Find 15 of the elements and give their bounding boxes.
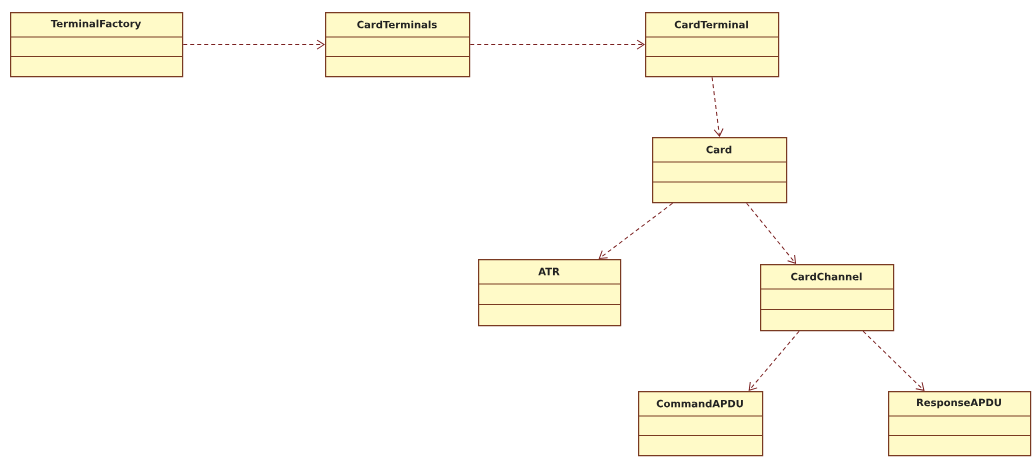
dependency-arrow xyxy=(746,202,797,264)
dependency-arrow xyxy=(182,39,325,50)
class-box: ATR xyxy=(477,259,622,327)
dependency-arrow xyxy=(598,202,674,259)
class-box: CommandAPDU xyxy=(637,391,764,457)
class-box: Card xyxy=(651,137,788,204)
class-box: ResponseAPDU xyxy=(887,391,1032,457)
dependency-arrow xyxy=(711,76,724,137)
dependency-arrow xyxy=(862,330,925,391)
class-box: CardTerminals xyxy=(324,12,471,78)
dependency-arrow xyxy=(748,330,800,391)
class-box: CardChannel xyxy=(759,264,895,332)
dependency-arrow xyxy=(469,39,645,50)
class-box: TerminalFactory xyxy=(9,12,184,78)
class-box: CardTerminal xyxy=(644,12,780,78)
